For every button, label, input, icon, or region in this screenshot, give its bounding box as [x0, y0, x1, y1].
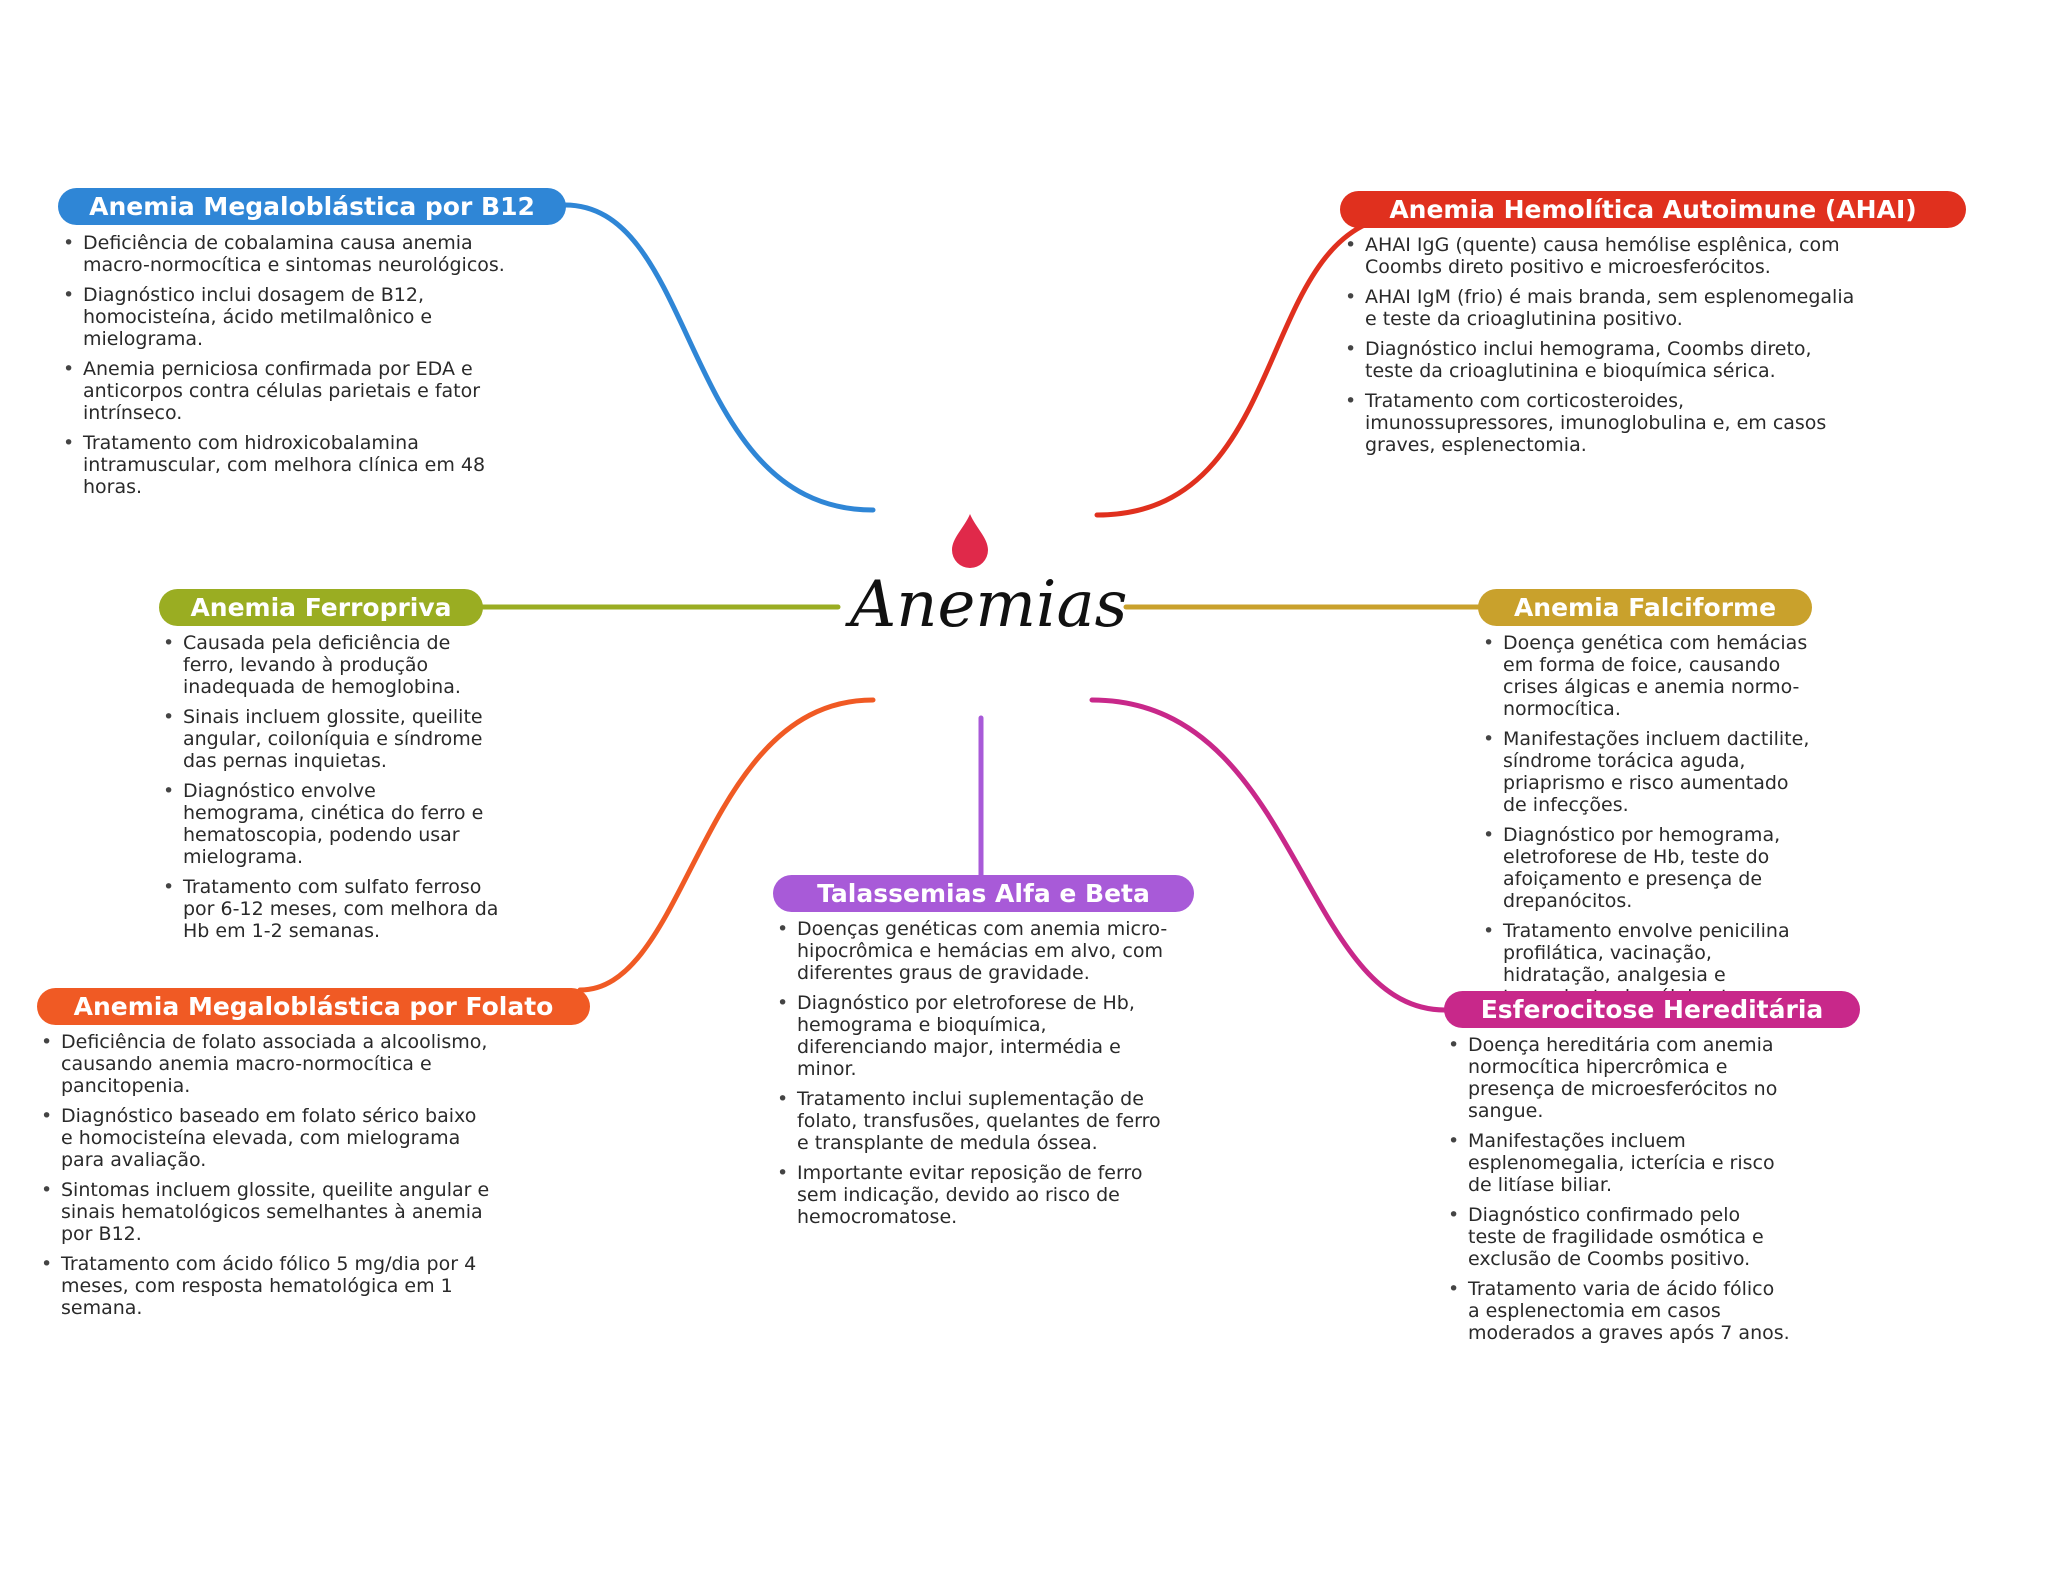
bullet-item: Anemia perniciosa confirmada por EDA e a…: [61, 358, 516, 424]
branch-list-b12: Deficiência de cobalamina causa anemia m…: [61, 232, 516, 506]
branch-title-ahai: Anemia Hemolítica Autoimune (AHAI): [1340, 191, 1966, 228]
bullet-item: Doença hereditária com anemia normocític…: [1446, 1034, 1791, 1122]
bullet-item: Tratamento com corticosteroides, imunoss…: [1343, 390, 1863, 456]
bullet-item: Diagnóstico confirmado pelo teste de fra…: [1446, 1204, 1791, 1270]
branch-title-falci: Anemia Falciforme: [1478, 589, 1812, 626]
branch-title-talas: Talassemias Alfa e Beta: [773, 875, 1194, 912]
bullet-item: Manifestações incluem dactilite, síndrom…: [1481, 728, 1811, 816]
bullet-item: Causada pela deficiência de ferro, levan…: [161, 632, 501, 698]
bullet-item: Importante evitar reposição de ferro sem…: [775, 1162, 1170, 1228]
connector-esfero: [1089, 697, 1448, 1013]
bullet-item: Deficiência de folato associada a alcool…: [39, 1031, 494, 1097]
branch-list-esfero: Doença hereditária com anemia normocític…: [1446, 1034, 1791, 1352]
bullet-item: Diagnóstico por hemograma, eletroforese …: [1481, 824, 1811, 912]
bullet-item: Sintomas incluem glossite, queilite angu…: [39, 1179, 494, 1245]
bullet-item: Tratamento inclui suplementação de folat…: [775, 1088, 1170, 1154]
bullet-item: Tratamento com sulfato ferroso por 6-12 …: [161, 876, 501, 942]
branch-title-folato: Anemia Megaloblástica por Folato: [37, 988, 590, 1025]
bullet-item: AHAI IgG (quente) causa hemólise esplêni…: [1343, 234, 1863, 278]
bullet-item: Tratamento com ácido fólico 5 mg/dia por…: [39, 1253, 494, 1319]
bullet-item: Diagnóstico inclui hemograma, Coombs dir…: [1343, 338, 1863, 382]
bullet-item: Sinais incluem glossite, queilite angula…: [161, 706, 501, 772]
connector-folato: [577, 697, 876, 993]
bullet-item: Doenças genéticas com anemia micro-hipoc…: [775, 918, 1170, 984]
bullet-item: Manifestações incluem esplenomegalia, ic…: [1446, 1130, 1791, 1196]
bullet-item: Diagnóstico inclui dosagem de B12, homoc…: [61, 284, 516, 350]
bullet-item: Diagnóstico envolve hemograma, cinética …: [161, 780, 501, 868]
connector-b12: [562, 202, 876, 513]
branch-title-esfero: Esferocitose Hereditária: [1444, 991, 1860, 1028]
bullet-item: AHAI IgM (frio) é mais branda, sem esple…: [1343, 286, 1863, 330]
bullet-item: Diagnóstico por eletroforese de Hb, hemo…: [775, 992, 1170, 1080]
central-topic-title: Anemias: [850, 568, 1128, 642]
bullet-item: Tratamento com hidroxicobalamina intramu…: [61, 432, 516, 498]
bullet-item: Doença genética com hemácias em forma de…: [1481, 632, 1811, 720]
branch-list-falci: Doença genética com hemácias em forma de…: [1481, 632, 1811, 1016]
bullet-item: Tratamento varia de ácido fólico a esple…: [1446, 1278, 1791, 1344]
branch-title-ferro: Anemia Ferropriva: [159, 589, 483, 626]
connector-ahai: [1094, 212, 1413, 518]
branch-title-b12: Anemia Megaloblástica por B12: [58, 188, 566, 225]
branch-list-ahai: AHAI IgG (quente) causa hemólise esplêni…: [1343, 234, 1863, 464]
branch-list-folato: Deficiência de folato associada a alcool…: [39, 1031, 494, 1327]
bullet-item: Diagnóstico baseado em folato sérico bai…: [39, 1105, 494, 1171]
branch-list-ferro: Causada pela deficiência de ferro, levan…: [161, 632, 501, 950]
branch-list-talas: Doenças genéticas com anemia micro-hipoc…: [775, 918, 1170, 1236]
bullet-item: Deficiência de cobalamina causa anemia m…: [61, 232, 516, 276]
blood-drop-icon: [952, 514, 988, 568]
